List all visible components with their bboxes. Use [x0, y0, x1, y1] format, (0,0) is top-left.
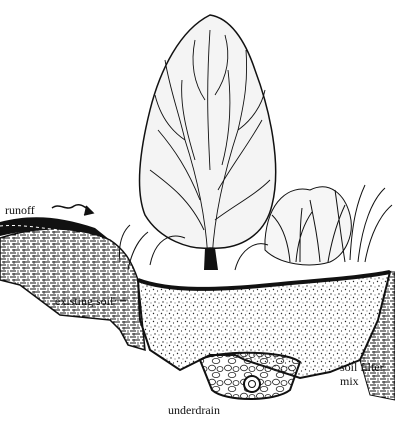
runoff-arrow: [52, 205, 93, 215]
tree-illustration: [140, 15, 276, 270]
existing-soil-label: existing soil: [55, 294, 115, 308]
underdrain-trench: [200, 353, 300, 399]
underdrain-label: underdrain: [168, 403, 220, 417]
existing-soil-region: [0, 217, 145, 350]
underdrain-pipe: [244, 376, 260, 392]
runoff-label: runoff: [5, 203, 35, 217]
soil-filter-mix-label: soil filter mix: [340, 360, 395, 388]
